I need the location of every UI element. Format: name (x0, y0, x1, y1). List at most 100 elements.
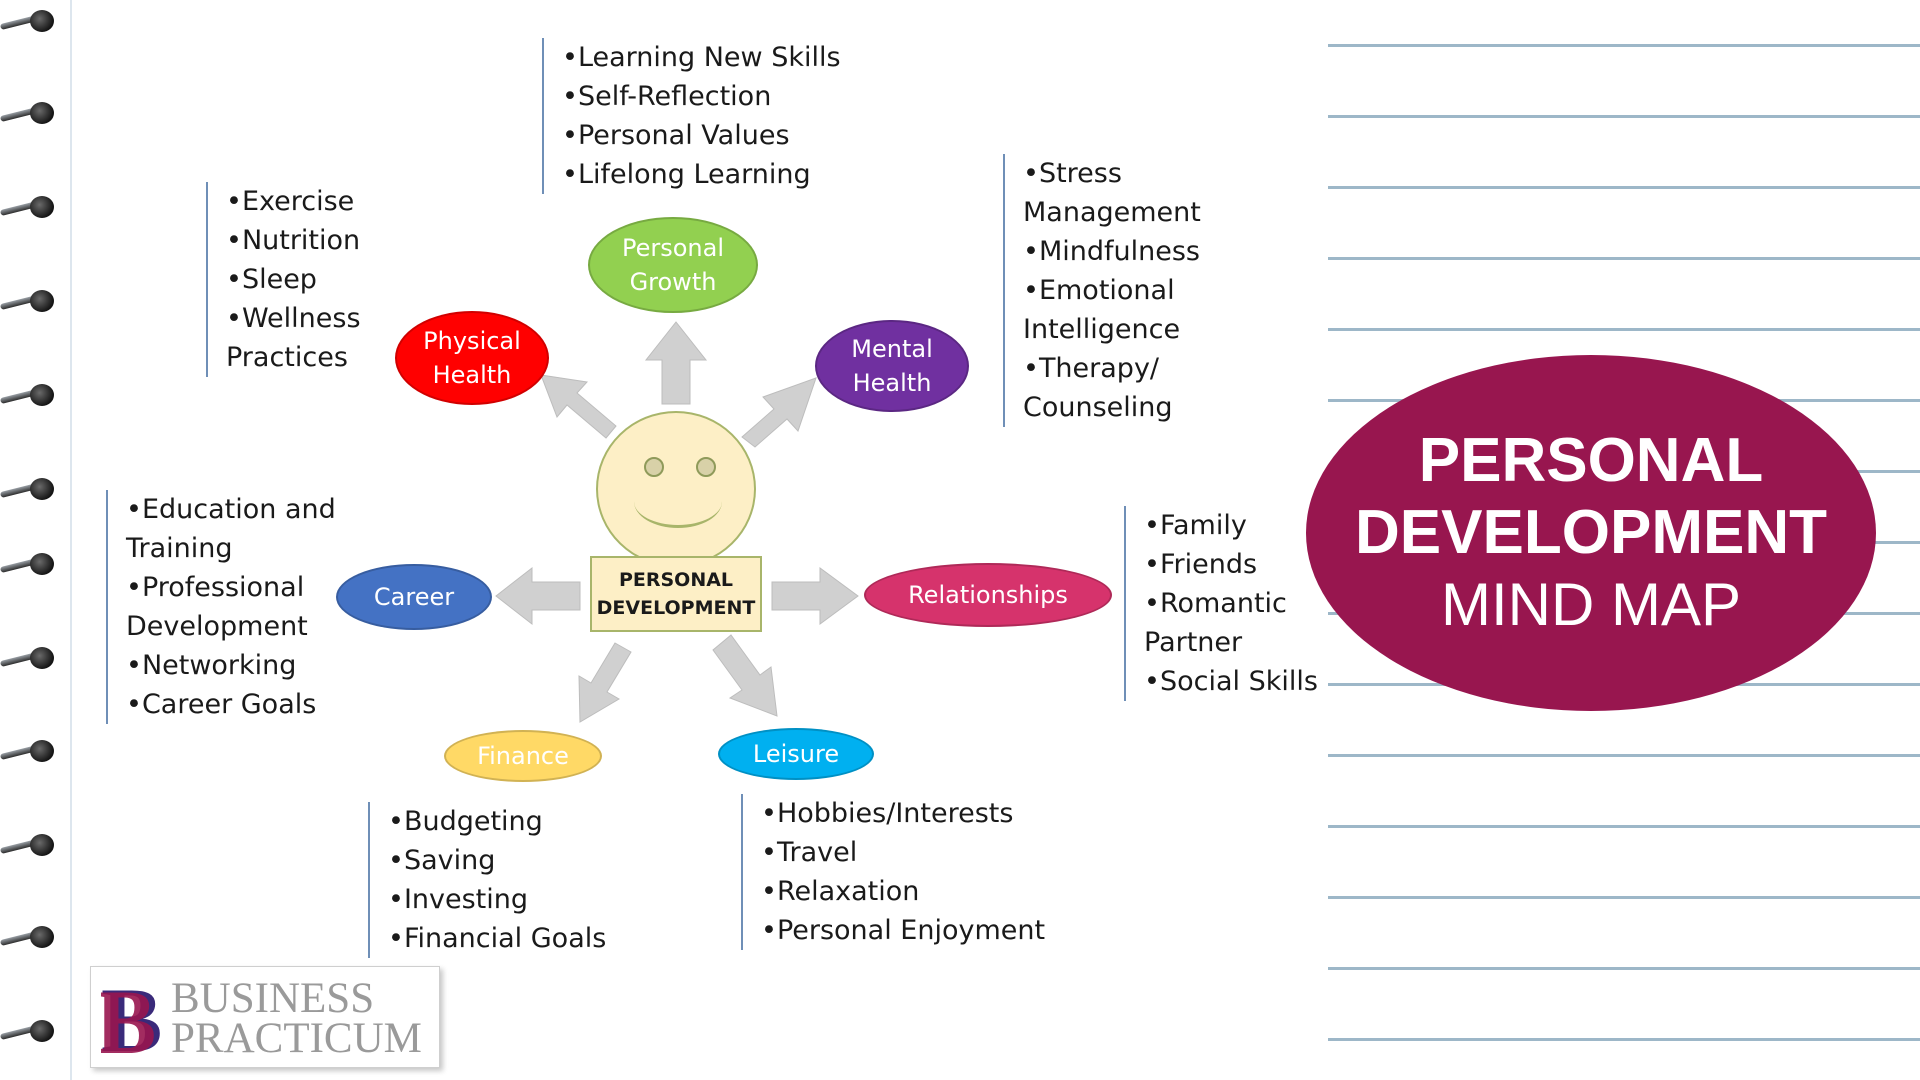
list-relationships: Family Friends Romantic Partner Social S… (1124, 506, 1344, 701)
spiral-ring-icon (0, 551, 60, 577)
node-mental-health-line1: Mental (851, 335, 933, 363)
list-item: Professional Development (126, 568, 356, 646)
list-item: Networking (126, 646, 356, 685)
list-item: Stress Management (1023, 154, 1223, 232)
list-item: Family (1144, 506, 1344, 545)
list-item: Romantic Partner (1144, 584, 1344, 662)
ruled-line (1328, 967, 1920, 970)
spiral-ring-icon (0, 194, 60, 220)
ruled-line (1328, 44, 1920, 47)
node-physical-health-line2: Health (432, 361, 512, 389)
ruled-line (1328, 754, 1920, 757)
list-item: Career Goals (126, 685, 356, 724)
spiral-ring-icon (0, 645, 60, 671)
list-item: Social Skills (1144, 662, 1344, 701)
arrow-up-icon (644, 321, 708, 405)
business-practicum-logo: B B BUSINESS PRACTICUM (90, 966, 440, 1068)
ruled-line (1328, 825, 1920, 828)
title-oval: PERSONAL DEVELOPMENT MIND MAP (1306, 355, 1876, 711)
title-line1: PERSONAL (1418, 426, 1764, 495)
notebook-margin-line (70, 0, 72, 1080)
list-item: Education and Training (126, 490, 356, 568)
list-item: Investing (388, 880, 668, 919)
center-topic-line2: DEVELOPMENT (596, 597, 756, 619)
spiral-ring-icon (0, 476, 60, 502)
list-item: Exercise (226, 182, 416, 221)
spiral-ring-icon (0, 832, 60, 858)
spiral-ring-icon (0, 288, 60, 314)
node-mental-health: Mental Health (815, 320, 969, 412)
spiral-ring-icon (0, 100, 60, 126)
node-relationships-label: Relationships (908, 581, 1068, 609)
spiral-ring-icon (0, 382, 60, 408)
smiley-face-icon (596, 411, 756, 567)
node-relationships: Relationships (864, 563, 1112, 627)
logo-line1: BUSINESS (171, 975, 375, 1022)
list-personal-growth: Learning New Skills Self-Reflection Pers… (542, 38, 862, 194)
ruled-line (1328, 1038, 1920, 1041)
center-topic-line1: PERSONAL (618, 569, 734, 591)
list-finance: Budgeting Saving Investing Financial Goa… (368, 802, 668, 958)
node-finance: Finance (444, 730, 602, 782)
smiley-mouth (634, 475, 722, 528)
list-item: Sleep (226, 260, 416, 299)
arrow-down-left-icon (578, 642, 632, 723)
list-item: Self-Reflection (562, 77, 862, 116)
list-item: Relaxation (761, 872, 1091, 911)
list-item: Nutrition (226, 221, 416, 260)
list-item: Saving (388, 841, 668, 880)
list-item: Travel (761, 833, 1091, 872)
list-item: Financial Goals (388, 919, 668, 958)
list-item: Mindfulness (1023, 232, 1223, 271)
logo-mark-icon: B B (101, 973, 162, 1063)
smiley-eye (644, 457, 664, 477)
node-personal-growth-line1: Personal (621, 234, 725, 262)
list-item: Wellness Practices (226, 299, 416, 377)
arrow-up-right-icon (741, 377, 817, 448)
arrow-right-icon (771, 567, 859, 625)
title-line2: DEVELOPMENT (1355, 498, 1827, 567)
node-personal-growth: Personal Growth (588, 217, 758, 313)
logo-line2: PRACTICUM (171, 1015, 422, 1062)
spiral-ring-icon (0, 8, 60, 34)
node-mental-health-line2: Health (852, 369, 932, 397)
svg-text:B: B (101, 973, 162, 1063)
logo-text: BUSINESS PRACTICUM (171, 975, 422, 1062)
node-finance-label: Finance (477, 742, 569, 770)
list-item: Personal Enjoyment (761, 911, 1091, 950)
node-personal-growth-line2: Growth (629, 268, 717, 296)
list-item: Budgeting (388, 802, 668, 841)
list-item: Learning New Skills (562, 38, 862, 77)
ruled-line (1328, 115, 1920, 118)
smiley-eye (696, 457, 716, 477)
arrow-down-right-icon (712, 634, 778, 717)
list-item: Lifelong Learning (562, 155, 862, 194)
list-career: Education and Training Professional Deve… (106, 490, 356, 724)
node-career-label: Career (373, 583, 455, 611)
ruled-line (1328, 186, 1920, 189)
list-item: Personal Values (562, 116, 862, 155)
list-item: Hobbies/Interests (761, 794, 1091, 833)
ruled-line (1328, 257, 1920, 260)
node-career: Career (336, 564, 492, 630)
list-physical-health: Exercise Nutrition Sleep Wellness Practi… (206, 182, 416, 377)
arrow-left-icon (495, 566, 581, 626)
list-mental-health: Stress Management Mindfulness Emotional … (1003, 154, 1223, 427)
ruled-line (1328, 896, 1920, 899)
node-physical-health: Physical Health (395, 311, 549, 405)
spiral-ring-icon (0, 924, 60, 950)
list-item: Therapy/ Counseling (1023, 349, 1223, 427)
list-item: Friends (1144, 545, 1344, 584)
svg-text:B: B (101, 973, 156, 1063)
spiral-ring-icon (0, 738, 60, 764)
title-line3: MIND MAP (1441, 571, 1741, 638)
node-leisure-label: Leisure (752, 740, 840, 768)
arrow-up-left-icon (540, 374, 617, 439)
list-item: Emotional Intelligence (1023, 271, 1223, 349)
node-physical-health-line1: Physical (423, 327, 521, 355)
center-topic-box: PERSONAL DEVELOPMENT (590, 556, 762, 632)
spiral-ring-icon (0, 1018, 60, 1044)
node-leisure: Leisure (718, 728, 874, 780)
